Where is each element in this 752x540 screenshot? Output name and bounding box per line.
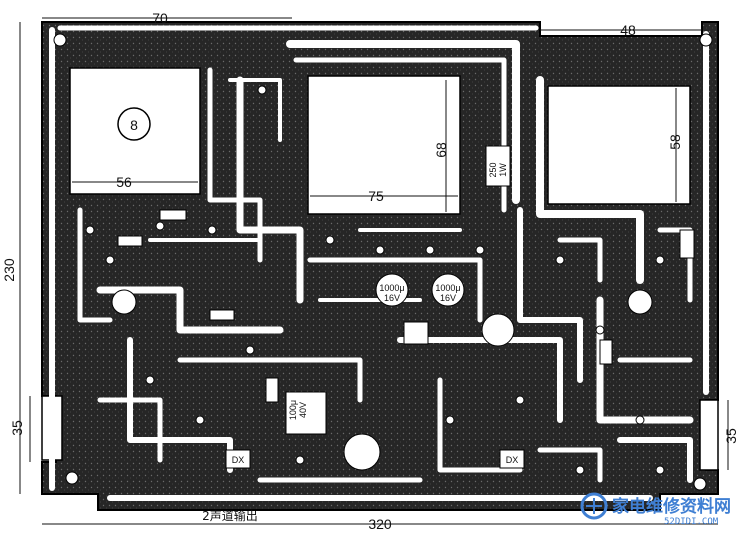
pads [53,33,713,491]
dim-cutout-center-height: 68 [433,142,449,158]
cutout-center [307,75,461,215]
dim-cutout-center-width: 75 [368,188,384,204]
components [117,145,695,471]
cutout-right [547,85,691,205]
mounting-hole-bottom-left [65,471,79,485]
chip-left-label: DX [232,455,245,465]
heatsink-hole-right [627,289,653,315]
dim-cutout-right-height: 58 [667,134,683,150]
watermark-site-name: 家电维修资料网 [612,496,731,517]
electrolytic-capacitor-center [375,273,409,307]
cap-left-label: 100μ40V [288,400,308,420]
cutout-bottom-right [699,399,719,471]
watermark-logo-icon [580,492,608,520]
watermark: 家电维修资料网 52DIDI.COM [580,492,731,527]
output-label: 2声道输出 [202,508,258,523]
chip-left [225,449,251,469]
dim-bottom-width: 320 [368,516,392,532]
mounting-hole-bottom-right [693,477,707,491]
ic-center [403,321,429,345]
power-resistor-top [485,145,511,187]
dim-top-left-width: 70 [152,10,168,26]
dim-top-right-width: 48 [620,22,636,38]
capacitor-bottom-left [285,391,327,435]
electrolytic-capacitor-right [481,313,515,347]
electrolytic-capacitor-mid [431,273,465,307]
dimension-lines [19,17,729,525]
chip-right-label: DX [506,455,519,465]
mounting-hole-top-right [699,33,713,47]
dim-left-height: 230 [1,258,17,282]
heatsink-hole-left [111,289,137,315]
board-number: 8 [130,117,138,133]
cutout-regions [41,67,719,471]
dim-right-bottom: 35 [723,428,739,444]
board-number-circle [117,107,151,141]
mounting-hole-top-left [53,33,67,47]
chip-right [499,449,525,469]
electrolytic-capacitor-left [343,433,381,471]
dim-left-bottom: 35 [9,420,25,436]
dim-cutout-left-width: 56 [116,174,132,190]
resistor-top-label: 2501W [488,162,508,177]
watermark-site-url: 52DIDI.COM [664,517,719,527]
